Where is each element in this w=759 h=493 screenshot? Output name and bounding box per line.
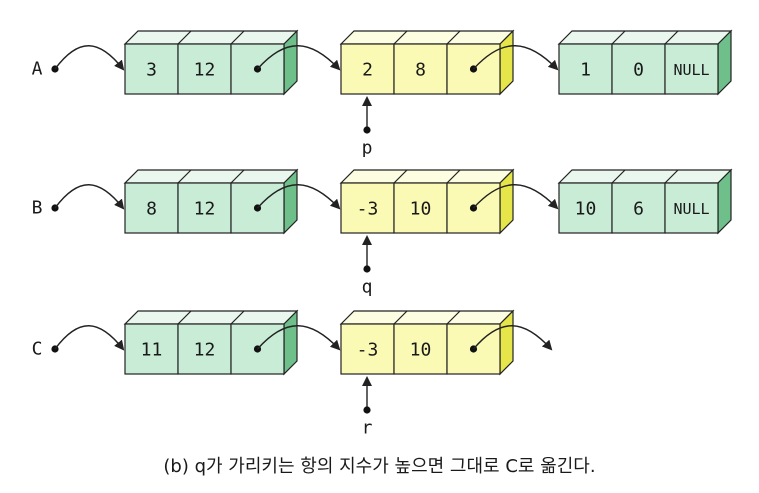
- node-top-divider: [393, 169, 408, 184]
- node-top-divider: [230, 310, 245, 325]
- node-top-divider: [230, 169, 245, 184]
- cursor-pointer-dot: [363, 406, 371, 414]
- cell-value: 3: [146, 60, 157, 81]
- node-top-face: [123, 310, 299, 325]
- link-arrow: [256, 184, 341, 210]
- node-top-divider: [446, 310, 461, 325]
- node-top-divider: [177, 169, 192, 184]
- dangling-link-arrow: [472, 325, 553, 351]
- cell-value: 12: [194, 199, 216, 220]
- node-cell: [177, 182, 232, 234]
- node-top-face: [123, 30, 299, 45]
- cell-value: 1: [580, 60, 591, 81]
- list-node: -3 10: [339, 309, 515, 376]
- list-node: 11 12: [123, 309, 299, 376]
- list-node: 8 12: [123, 168, 299, 235]
- cell-value: 8: [146, 199, 157, 220]
- node-top-divider: [611, 30, 626, 45]
- node-cell: [340, 182, 395, 234]
- cell-value: 12: [194, 340, 216, 361]
- node-top-divider: [393, 310, 408, 325]
- node-top-face: [339, 30, 515, 45]
- cell-value: 11: [141, 340, 163, 361]
- node-top-divider: [664, 169, 679, 184]
- node-top-face: [557, 30, 733, 45]
- list-head-label: A: [32, 59, 43, 80]
- node-cell: [124, 323, 179, 375]
- node-top-divider: [664, 30, 679, 45]
- list-node: 10 6 NULL: [557, 168, 733, 235]
- node-cell: [124, 43, 179, 95]
- null-terminator: NULL: [673, 61, 709, 79]
- node-cell: [340, 323, 395, 375]
- node-top-divider: [393, 30, 408, 45]
- list-node: 3 12: [123, 29, 299, 96]
- cell-value: -3: [357, 340, 379, 361]
- node-top-face: [123, 169, 299, 184]
- node-cell: [611, 182, 666, 234]
- node-top-face: [557, 169, 733, 184]
- node-cell: [664, 182, 719, 234]
- cursor-pointer-dot: [363, 126, 371, 134]
- cell-value: 10: [575, 199, 597, 220]
- cursor-pointer-label: q: [362, 277, 373, 298]
- node-top-divider: [177, 30, 192, 45]
- cell-value: 10: [410, 340, 432, 361]
- node-top-divider: [446, 169, 461, 184]
- node-cell: [664, 43, 719, 95]
- list-head-label: C: [32, 339, 43, 360]
- link-arrow: [472, 184, 559, 210]
- node-cell: [393, 43, 448, 95]
- head-pointer-arrow: [54, 325, 125, 351]
- list-head-label: B: [32, 198, 43, 219]
- cell-value: 6: [633, 199, 644, 220]
- list-node: 1 0 NULL: [557, 29, 733, 96]
- node-top-divider: [230, 30, 245, 45]
- cell-value: 8: [415, 60, 426, 81]
- null-terminator: NULL: [673, 200, 709, 218]
- node-top-divider: [177, 310, 192, 325]
- node-top-divider: [611, 169, 626, 184]
- figure-caption: (b) q가 가리키는 항의 지수가 높으면 그대로 C로 옮긴다.: [163, 456, 596, 477]
- node-cell: [177, 43, 232, 95]
- cell-value: 0: [633, 60, 644, 81]
- cell-value: 10: [410, 199, 432, 220]
- cursor-pointer-label: r: [362, 418, 373, 439]
- node-top-face: [339, 169, 515, 184]
- node-cell: [124, 182, 179, 234]
- node-cell: [177, 323, 232, 375]
- link-arrow: [256, 325, 341, 351]
- cell-value: 2: [362, 60, 373, 81]
- node-cell: [611, 43, 666, 95]
- cell-value: -3: [357, 199, 379, 220]
- cursor-pointer-dot: [363, 265, 371, 273]
- link-arrow: [256, 45, 341, 71]
- node-cell: [558, 182, 613, 234]
- node-top-divider: [446, 30, 461, 45]
- head-pointer-arrow: [54, 45, 125, 71]
- list-node: -3 10: [339, 168, 515, 235]
- cell-value: 12: [194, 60, 216, 81]
- head-pointer-arrow: [54, 184, 125, 210]
- cursor-pointer-label: p: [362, 138, 373, 159]
- node-top-face: [339, 310, 515, 325]
- link-arrow: [472, 45, 559, 71]
